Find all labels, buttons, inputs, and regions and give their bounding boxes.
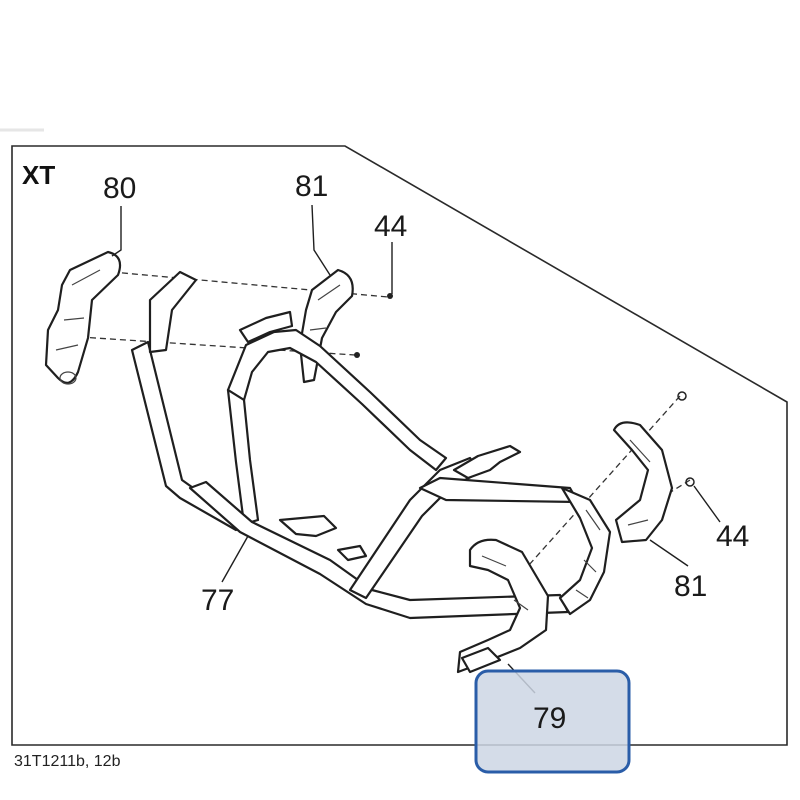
reference-code: 31T1211b, 12b: [14, 753, 121, 770]
callout-44-top[interactable]: 44: [374, 210, 407, 243]
part-80-left-bracket: [44, 250, 122, 385]
callout-81-right[interactable]: 81: [674, 570, 707, 603]
callout-77[interactable]: 77: [201, 584, 234, 617]
callout-81-top[interactable]: 81: [295, 170, 328, 203]
leader-lines: [111, 204, 721, 694]
variant-tag: XT: [22, 160, 55, 190]
highlight-box-79[interactable]: [474, 669, 631, 774]
callout-44-right[interactable]: 44: [716, 520, 749, 553]
part-81-right-bracket: [612, 421, 674, 544]
diagram-frame: [11, 145, 788, 746]
callout-80[interactable]: 80: [103, 172, 136, 205]
part-79-corner-bracket: [456, 538, 550, 674]
fasteners: [354, 293, 695, 487]
callout-79[interactable]: 79: [533, 702, 566, 735]
part-77-bumper-frame: [130, 270, 612, 620]
